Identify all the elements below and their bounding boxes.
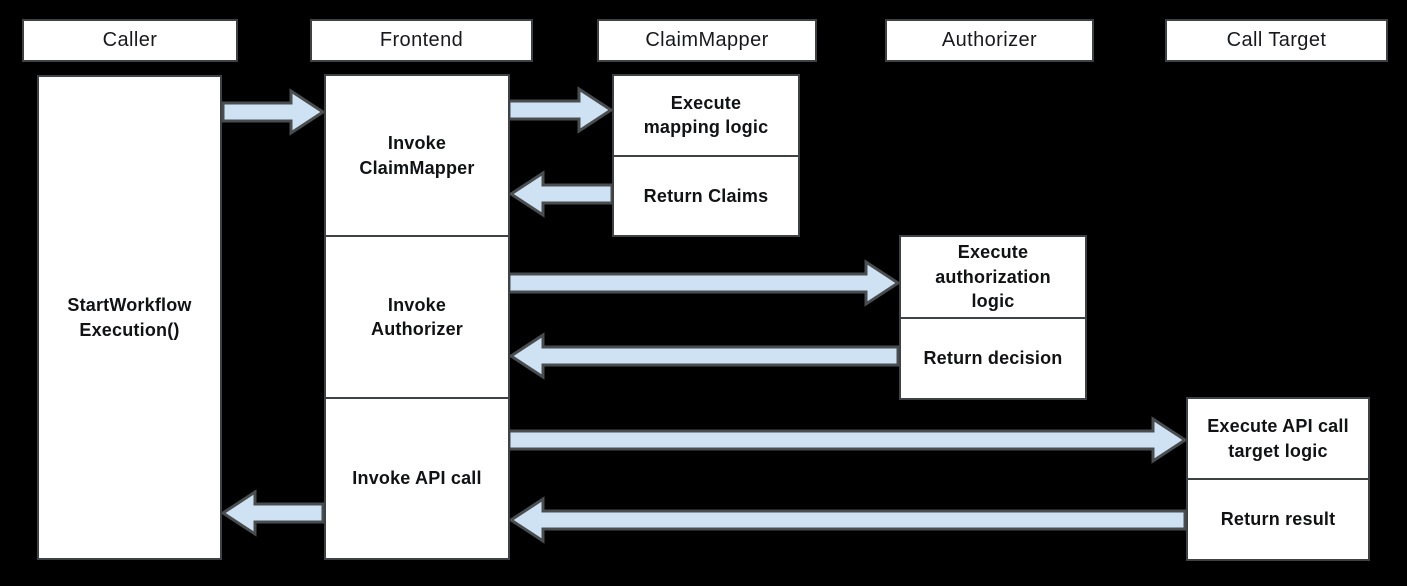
authorizer-step-execute-authorization-logic: Execute authorization logic [901,237,1085,317]
authorizer-step-return-decision: Return decision [901,316,1085,399]
authorizer-step-execute-authorization-logic-label: Execute authorization logic [935,242,1051,311]
arrow-caller-to-frontend [221,88,326,136]
activation-calltarget: Execute API call target logic Return res… [1186,397,1370,561]
lifeline-header-authorizer-label: Authorizer [941,29,1038,51]
frontend-step-invoke-authorizer: Invoke Authorizer [326,235,508,396]
calltarget-step-execute-api-call-target-logic-label: Execute API call target logic [1207,416,1349,461]
frontend-step-invoke-claimmapper-label: Invoke ClaimMapper [359,133,475,178]
frontend-step-invoke-api-call: Invoke API call [326,396,508,558]
arrow-authorizer-to-frontend [508,332,900,380]
frontend-step-invoke-authorizer-label: Invoke Authorizer [371,294,463,339]
claimmapper-step-execute-mapping-logic: Execute mapping logic [614,76,798,155]
lifeline-header-claimmapper: ClaimMapper [597,19,817,62]
arrow-frontend-to-authorizer [507,259,901,307]
arrow-claimmapper-to-frontend [508,170,614,218]
lifeline-header-caller: Caller [22,19,238,62]
arrow-frontend-to-calltarget [507,416,1188,464]
claimmapper-step-return-claims: Return Claims [614,154,798,236]
lifeline-header-claimmapper-label: ClaimMapper [645,29,769,51]
authorizer-step-return-decision-label: Return decision [923,348,1063,369]
claimmapper-step-return-claims-label: Return Claims [643,185,769,206]
arrow-calltarget-to-frontend [508,496,1187,544]
lifeline-header-caller-label: Caller [102,29,158,51]
lifeline-header-calltarget-label: Call Target [1226,29,1327,51]
claimmapper-step-execute-mapping-logic-label: Execute mapping logic [643,92,769,138]
activation-caller-label: StartWorkflow Execution() [67,295,192,340]
arrow-frontend-to-caller [220,489,325,537]
arrow-frontend-to-claimmapper [507,86,614,134]
activation-authorizer: Execute authorization logic Return decis… [899,235,1087,400]
lifeline-header-authorizer: Authorizer [885,19,1094,62]
frontend-step-invoke-claimmapper: Invoke ClaimMapper [326,76,508,235]
lifeline-header-frontend-label: Frontend [379,29,464,51]
calltarget-step-return-result-label: Return result [1220,509,1336,530]
activation-caller: StartWorkflow Execution() [37,75,222,560]
frontend-step-invoke-api-call-label: Invoke API call [352,468,482,489]
lifeline-header-frontend: Frontend [310,19,533,62]
activation-claimmapper: Execute mapping logic Return Claims [612,74,800,237]
calltarget-step-execute-api-call-target-logic: Execute API call target logic [1188,399,1368,478]
lifeline-header-calltarget: Call Target [1165,19,1388,62]
activation-frontend: Invoke ClaimMapper Invoke Authorizer Inv… [324,74,510,560]
calltarget-step-return-result: Return result [1188,478,1368,559]
